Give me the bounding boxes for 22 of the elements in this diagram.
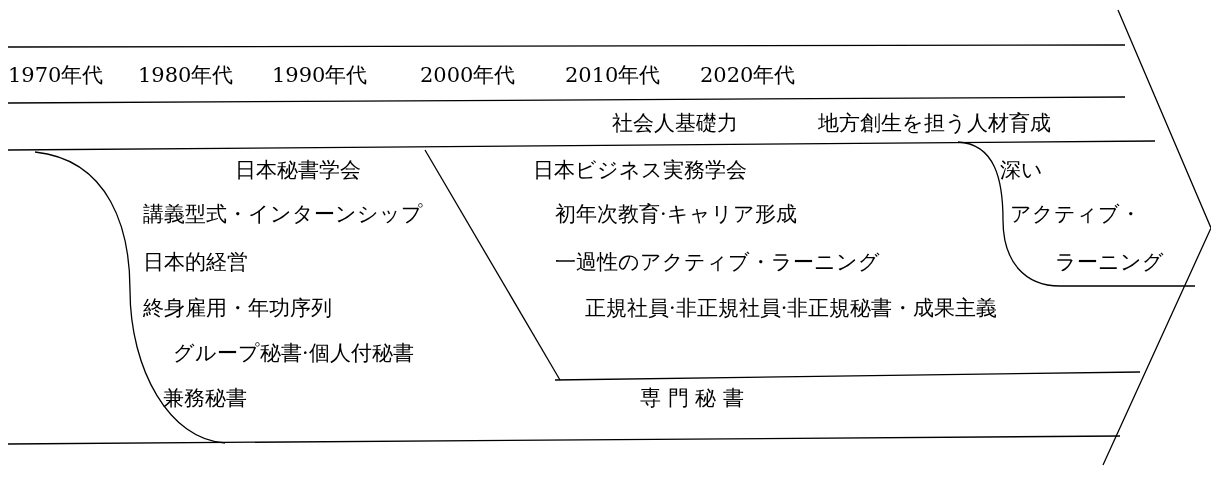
timeline-label: 2000年代	[420, 62, 516, 88]
timeline-label: 社会人基礎力	[612, 110, 738, 136]
timeline-label: 初年次教育·キャリア形成	[555, 201, 797, 227]
timeline-label: 1980年代	[138, 62, 234, 88]
timeline-label: ラーニング	[1055, 249, 1164, 275]
timeline-label: 1970年代	[8, 62, 104, 88]
timeline-label: グループ秘書·個人付秘書	[173, 340, 414, 366]
timeline-label: 一過性のアクティブ・ラーニング	[555, 249, 880, 275]
timeline-label: 正規社員·非正規社員·非正規秘書・成果主義	[585, 295, 998, 321]
timeline-label: 深い	[1000, 157, 1043, 183]
timeline-label: 地方創生を担う人材育成	[818, 110, 1051, 136]
timeline-label: 日本ビジネス実務学会	[533, 157, 747, 183]
timeline-label: 終身雇用・年功序列	[143, 295, 332, 321]
timeline-label: 講義型式・インターンシップ	[143, 201, 423, 227]
timeline-label: 専 門 秘 書	[640, 385, 745, 411]
timeline-label: 1990年代	[272, 62, 368, 88]
timeline-label: 兼務秘書	[163, 385, 247, 411]
timeline-label: 日本的経営	[143, 249, 248, 275]
timeline-label: 2010年代	[565, 62, 661, 88]
timeline-label: アクティブ・	[1010, 201, 1141, 227]
timeline-label: 2020年代	[700, 62, 796, 88]
timeline-label: 日本秘書学会	[235, 157, 361, 183]
